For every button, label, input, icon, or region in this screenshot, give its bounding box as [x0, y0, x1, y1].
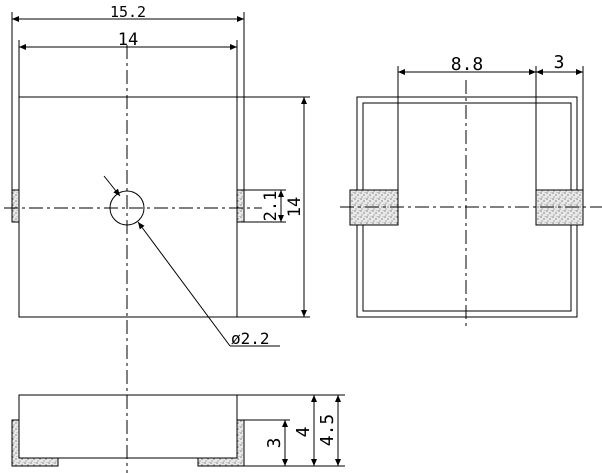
dim-14-label: 14 [118, 30, 138, 50]
bottom-view-right-pad [197, 419, 245, 467]
dim-14h-label: 14 [285, 197, 305, 217]
dim-15-2-label: 15.2 [110, 3, 146, 21]
dim-dia-leader [137, 221, 231, 347]
dim-2-1-label: 2.1 [261, 191, 281, 222]
bottom-view-left-pad [11, 419, 59, 467]
top-view-right-pad [236, 189, 245, 223]
top-view-left-pad [11, 189, 20, 223]
dim-dia-leader-outer [103, 175, 121, 197]
bottom-view [11, 394, 345, 467]
bottom-view-body [18, 394, 238, 459]
dim-b3-label: 3 [264, 438, 285, 449]
side-view [340, 66, 602, 326]
top-view-body [18, 96, 238, 318]
dim-3-label: 3 [554, 52, 565, 73]
dim-b4-label: 4 [293, 427, 314, 438]
top-view [4, 12, 310, 473]
dim-dia-label: ø2.2 [231, 329, 270, 348]
dim-b4-5-label: 4.5 [317, 414, 338, 447]
dim-8-8-label: 8.8 [451, 54, 484, 75]
